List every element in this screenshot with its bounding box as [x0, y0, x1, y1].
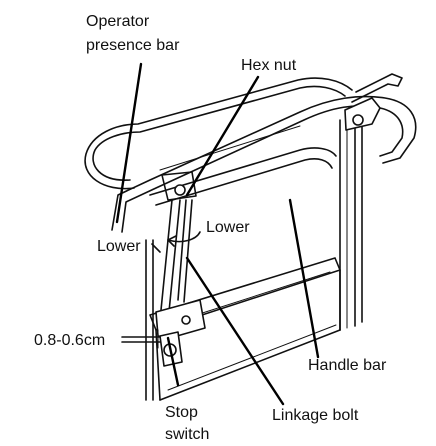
gap-dimension-marker	[121, 329, 161, 349]
label-lower-left: Lower	[97, 238, 141, 255]
label-operator-presence-bar-line2: presence bar	[86, 37, 180, 54]
leader-linkage-bolt	[185, 256, 285, 406]
label-stop-switch-line1: Stop	[165, 404, 198, 421]
label-operator-presence-bar-line1: Operator	[86, 13, 150, 30]
label-hex-nut: Hex nut	[241, 57, 297, 74]
leader-hex-nut	[185, 75, 260, 197]
label-gap-measurement: 0.8-0.6cm	[34, 332, 105, 349]
handle-bar-loop	[84, 77, 353, 206]
leader-stop-switch	[166, 336, 180, 387]
label-handle-bar: Handle bar	[308, 357, 387, 374]
leader-lines	[115, 62, 320, 406]
linkage-rods	[145, 171, 197, 401]
leader-operator-presence-bar	[115, 62, 143, 224]
lower-arrows	[151, 231, 201, 253]
stop-switch-housing	[155, 299, 206, 367]
top-clamp	[344, 73, 403, 131]
label-stop-switch-line2: switch	[165, 426, 209, 441]
label-linkage-bolt: Linkage bolt	[272, 407, 359, 424]
label-lower-right: Lower	[206, 219, 250, 236]
leader-handle-bar	[288, 198, 320, 359]
right-upright-post	[339, 115, 363, 331]
